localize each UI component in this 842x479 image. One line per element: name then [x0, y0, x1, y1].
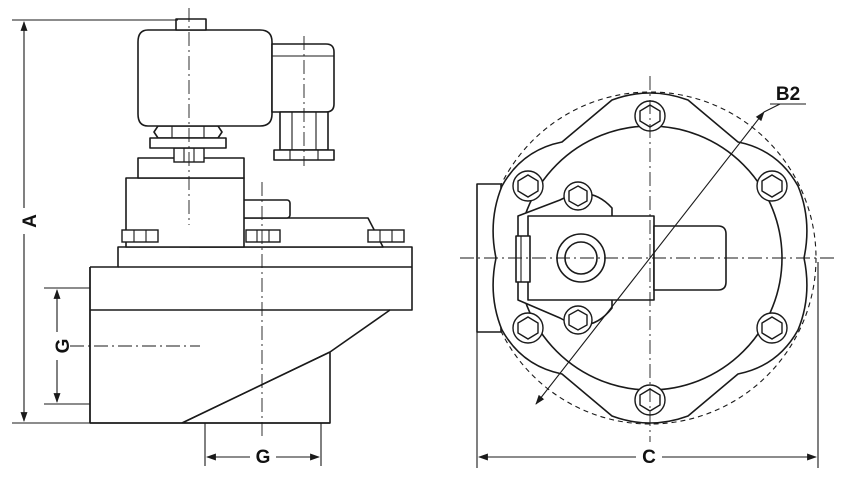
- valve-body: [89, 246, 413, 424]
- dimension-c: C: [476, 262, 819, 468]
- dimension-g-horizontal: G: [204, 423, 322, 468]
- coil-cap: [175, 18, 207, 31]
- pilot-stub: [515, 235, 531, 283]
- dimension-g-vertical: G: [44, 287, 90, 405]
- bolt-lower-right: [756, 312, 788, 344]
- side-view: [70, 8, 413, 440]
- bolt-pilot-top: [563, 181, 593, 211]
- solenoid-coil: [137, 29, 273, 127]
- dimension-b2: B2: [535, 84, 806, 405]
- dimension-g-horizontal-label: G: [256, 447, 271, 468]
- dimension-g-vertical-label: G: [53, 339, 74, 354]
- bolt-pilot-bottom: [563, 305, 593, 335]
- bolt-upper-right: [756, 170, 788, 202]
- bolt-right: [367, 229, 405, 243]
- coil-base: [149, 137, 227, 149]
- bolt-middle: [245, 229, 281, 243]
- bolt-lower-left: [512, 312, 544, 344]
- dimension-a: A: [12, 19, 178, 424]
- dimension-b2-label: B2: [776, 84, 800, 105]
- bolt-upper-left: [512, 170, 544, 202]
- plan-view: [460, 76, 836, 442]
- dimension-a-label: A: [20, 214, 41, 228]
- coil-hex-nut: [153, 125, 223, 139]
- bolt-left: [121, 229, 159, 243]
- cover-boss: [237, 199, 291, 219]
- din-connector: [271, 43, 335, 113]
- dimension-c-label: C: [642, 447, 656, 468]
